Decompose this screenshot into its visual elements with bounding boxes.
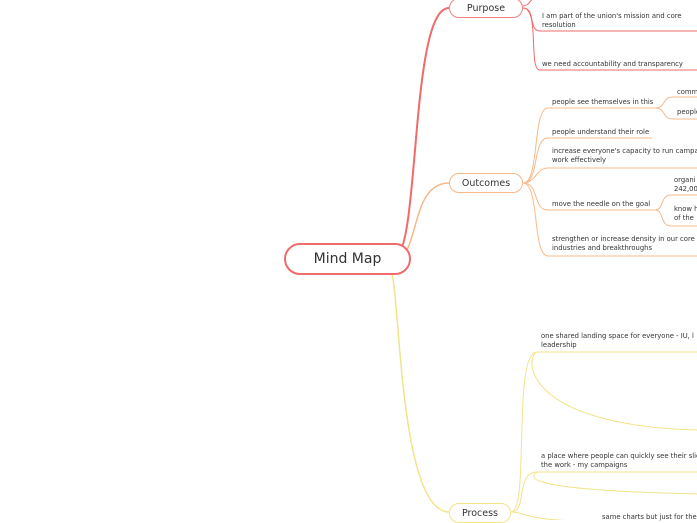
topic-process-label: Process (461, 507, 499, 519)
connector-process-slice-sub (533, 471, 697, 495)
subtopic-process-same-charts[interactable]: same charts but just for thei (602, 513, 697, 521)
connector-needle-organi (654, 194, 697, 211)
connector-root-process (391, 274, 450, 513)
subtopic-outcomes-capacity[interactable]: increase everyone's capacity to run camp… (552, 147, 697, 164)
subtopic-purpose-accountability[interactable]: we need accountability and transparency (542, 60, 683, 68)
subtopic-outcomes-understand-role[interactable]: people understand their role (552, 128, 650, 136)
subtopic-process-landing-space[interactable]: one shared landing space for everyone - … (541, 332, 694, 349)
subtopic-needle-know[interactable]: know h of the (674, 205, 697, 222)
connector-see-comm (654, 96, 697, 109)
connector-needle-know (654, 209, 697, 227)
connector-purpose-top (522, 0, 533, 7)
subtopic-needle-organize[interactable]: organi 242,00 (674, 176, 697, 193)
connector-process-landing (510, 351, 697, 513)
connector-process-landing-sub (531, 351, 697, 431)
subtopic-see-people[interactable]: people (677, 108, 697, 116)
topic-purpose[interactable]: Purpose (449, 0, 523, 18)
topic-process[interactable]: Process (449, 503, 511, 523)
connector-process-charts (510, 511, 565, 520)
subtopic-see-comm[interactable]: comm (677, 88, 697, 96)
connector-root-purpose (394, 7, 450, 259)
subtopic-outcomes-see-themselves[interactable]: people see themselves in this (552, 98, 654, 106)
root-node-label: Mind Map (313, 251, 382, 267)
connector-outcomes-see (522, 107, 655, 184)
connector-outcomes-capacity (522, 167, 697, 184)
connector-purpose-item2 (522, 7, 697, 71)
topic-outcomes-label: Outcomes (461, 177, 511, 189)
topic-purpose-label: Purpose (466, 2, 506, 14)
subtopic-purpose-mission[interactable]: I am part of the union's mission and cor… (542, 12, 682, 29)
connector-see-people (654, 107, 697, 120)
topic-outcomes[interactable]: Outcomes (449, 173, 523, 193)
subtopic-outcomes-strengthen[interactable]: strengthen or increase density in our co… (552, 235, 695, 252)
subtopic-outcomes-move-needle[interactable]: move the needle on the goal (552, 200, 651, 208)
connector-process-slice (510, 471, 697, 513)
root-node[interactable]: Mind Map (284, 243, 411, 275)
connector-outcomes-strengthen (522, 182, 697, 257)
connector-outcomes-needle (522, 182, 655, 211)
connector-outcomes-understand (522, 137, 652, 184)
subtopic-process-see-slice[interactable]: a place where people can quickly see the… (541, 452, 697, 469)
